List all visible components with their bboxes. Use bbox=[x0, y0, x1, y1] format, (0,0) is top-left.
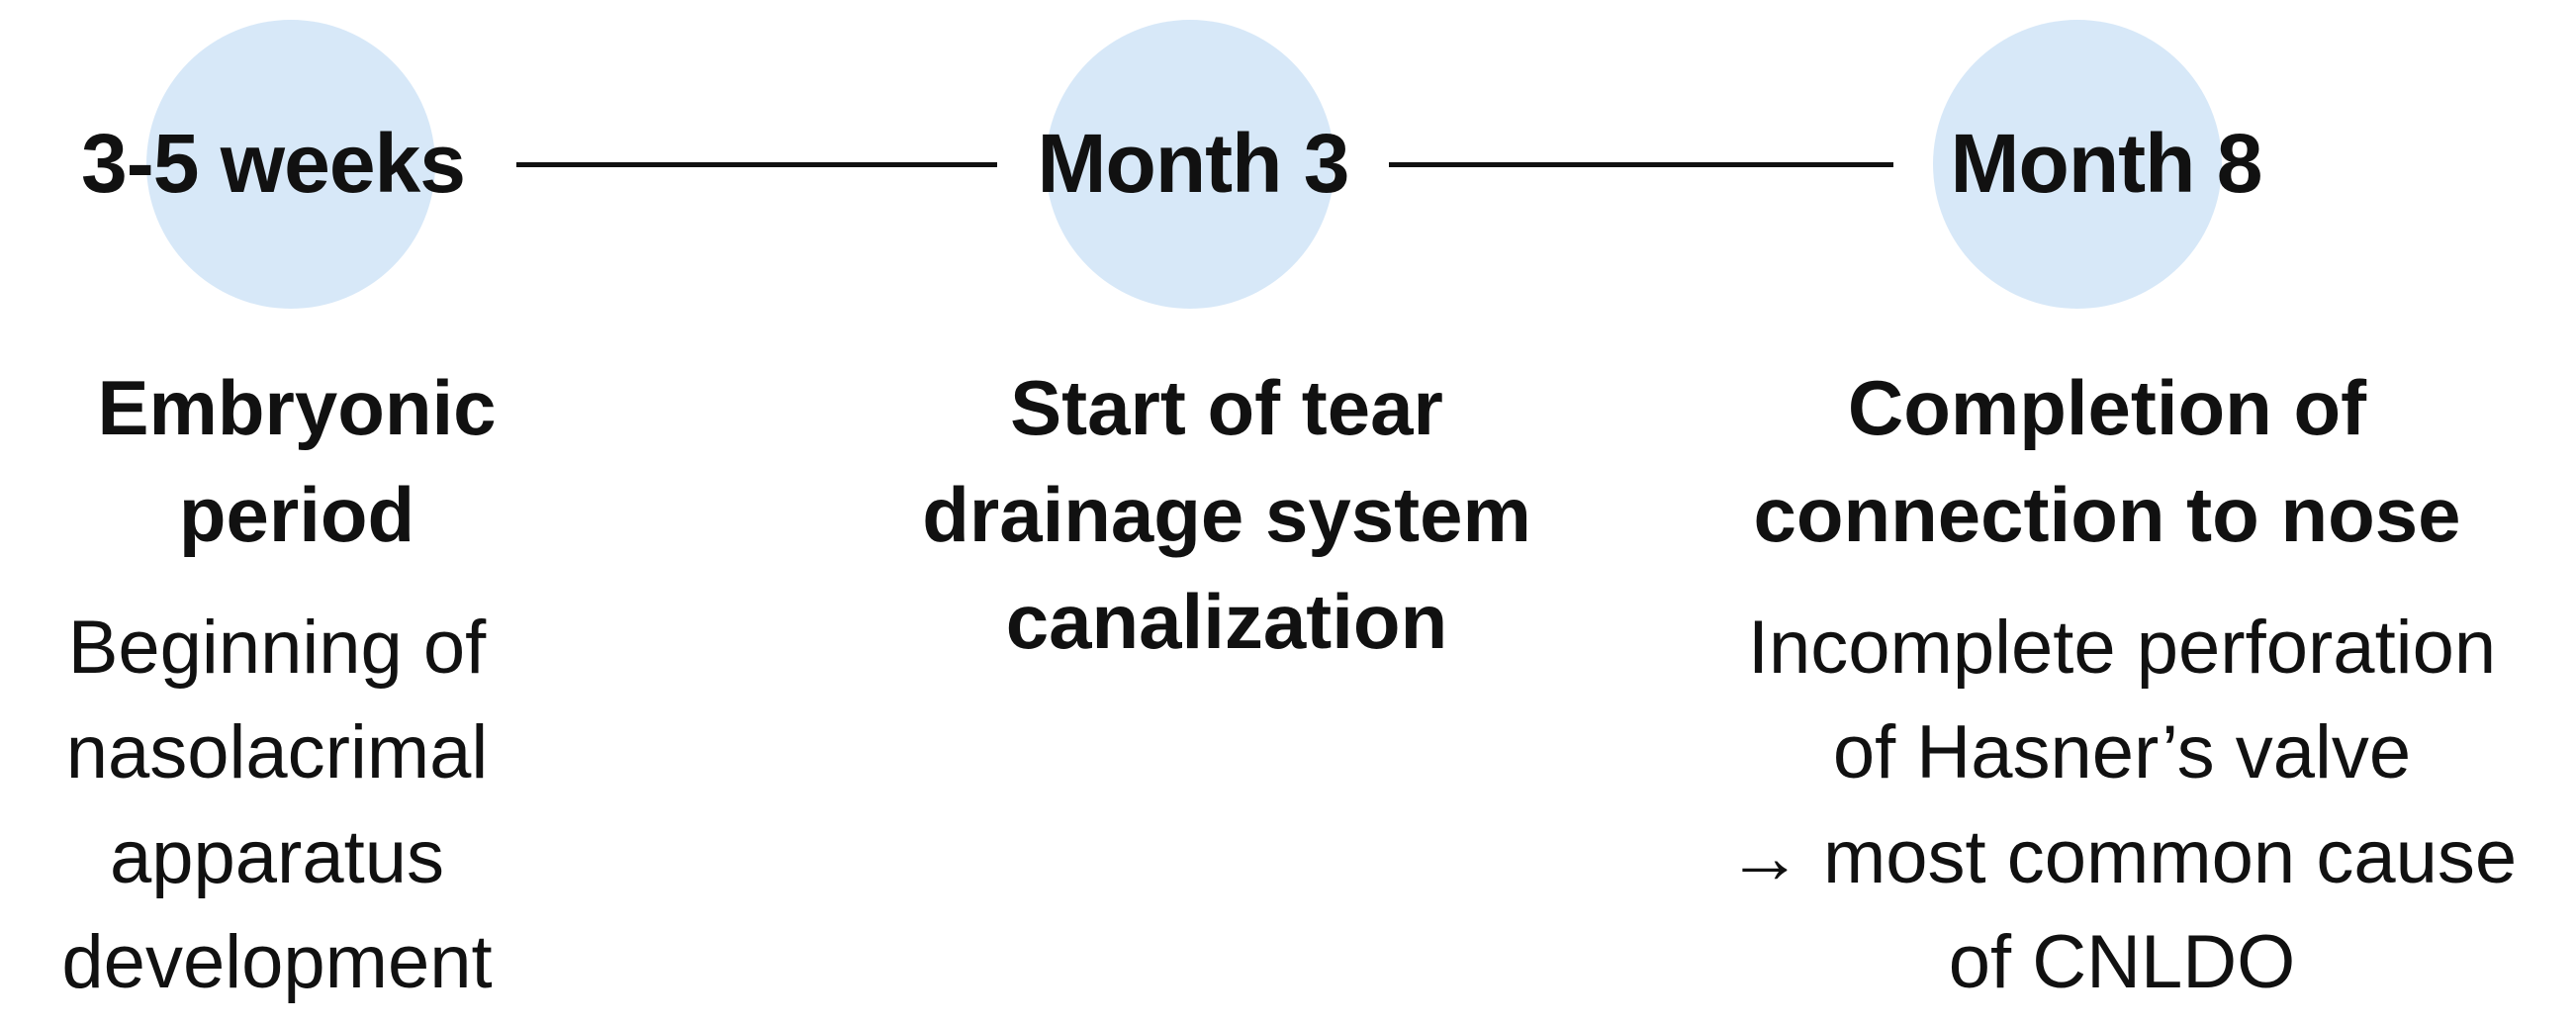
milestone-time-3: Month 8 bbox=[1950, 117, 2263, 210]
milestone-time-2: Month 3 bbox=[1037, 117, 1350, 210]
description-line: development bbox=[61, 920, 493, 1004]
heading-line: Completion of bbox=[1847, 364, 2367, 451]
milestone-heading-2: Start of tear drainage system canalizati… bbox=[871, 354, 1583, 675]
heading-line: canalization bbox=[1005, 578, 1448, 665]
description-line: Incomplete perforation bbox=[1747, 606, 2497, 690]
milestone-heading-3: Completion of connection to nose bbox=[1662, 354, 2552, 568]
milestone-heading-1: Embryonic period bbox=[0, 354, 594, 568]
description-line: apparatus bbox=[109, 815, 445, 899]
description-line: → most common cause bbox=[1726, 815, 2518, 899]
milestone-description-3: Incomplete perforation of Hasner’s valve… bbox=[1672, 596, 2572, 1015]
connector-line-1 bbox=[516, 162, 997, 167]
description-line: Beginning of bbox=[67, 606, 487, 690]
milestone-circle-2 bbox=[1046, 20, 1334, 309]
milestone-circle-3 bbox=[1933, 20, 2222, 309]
connector-line-2 bbox=[1389, 162, 1893, 167]
description-line: nasolacrimal bbox=[65, 710, 489, 794]
description-line: of Hasner’s valve bbox=[1832, 710, 2412, 794]
milestone-circle-1 bbox=[146, 20, 435, 309]
description-line: of CNLDO bbox=[1948, 920, 2296, 1004]
milestone-time-1: 3-5 weeks bbox=[81, 117, 466, 210]
milestone-description-1: Beginning of nasolacrimal apparatus deve… bbox=[0, 596, 554, 1015]
heading-line: Embryonic bbox=[97, 364, 497, 451]
heading-line: connection to nose bbox=[1753, 471, 2461, 558]
heading-line: Start of tear bbox=[1010, 364, 1443, 451]
heading-line: drainage system bbox=[922, 471, 1531, 558]
heading-line: period bbox=[178, 471, 415, 558]
